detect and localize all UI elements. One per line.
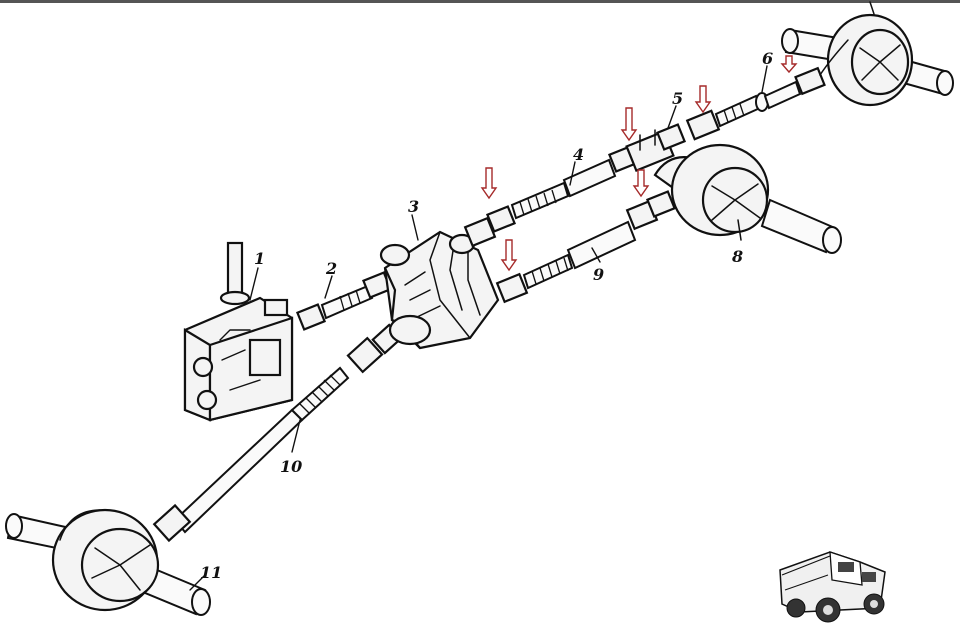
label-10: 10 <box>280 457 302 476</box>
shaft-10 <box>152 323 403 543</box>
label-9: 9 <box>593 265 604 284</box>
arrow-indicator-6 <box>780 55 798 74</box>
arrow-indicator-1 <box>480 167 498 200</box>
indicator-arrows <box>480 55 798 272</box>
front-axle-11 <box>5 508 211 616</box>
gearbox-1 <box>183 241 294 422</box>
leader-lines <box>189 65 768 591</box>
rear-axle <box>781 1 954 107</box>
label-11: 11 <box>200 563 222 582</box>
intermediate-support-5 <box>625 109 721 172</box>
transfer-case-3 <box>379 230 500 350</box>
middle-axle-8 <box>653 143 842 254</box>
label-5: 5 <box>672 89 683 108</box>
label-4: 4 <box>573 145 584 164</box>
label-8: 8 <box>731 247 743 266</box>
arrow-indicator-3 <box>620 107 638 142</box>
shaft-9 <box>495 190 677 304</box>
label-1: 1 <box>254 249 265 268</box>
top-border <box>0 0 960 3</box>
label-6: 6 <box>762 49 773 68</box>
label-2: 2 <box>325 259 337 278</box>
arrow-indicator-5 <box>694 85 712 114</box>
arrow-indicator-2 <box>500 239 518 272</box>
truck-thumbnail <box>779 551 886 623</box>
arrow-indicator-4 <box>632 169 650 198</box>
shaft-6 <box>714 66 826 128</box>
shaft-4 <box>463 145 639 248</box>
shaft-2 <box>295 271 393 331</box>
label-3: 3 <box>408 197 419 216</box>
